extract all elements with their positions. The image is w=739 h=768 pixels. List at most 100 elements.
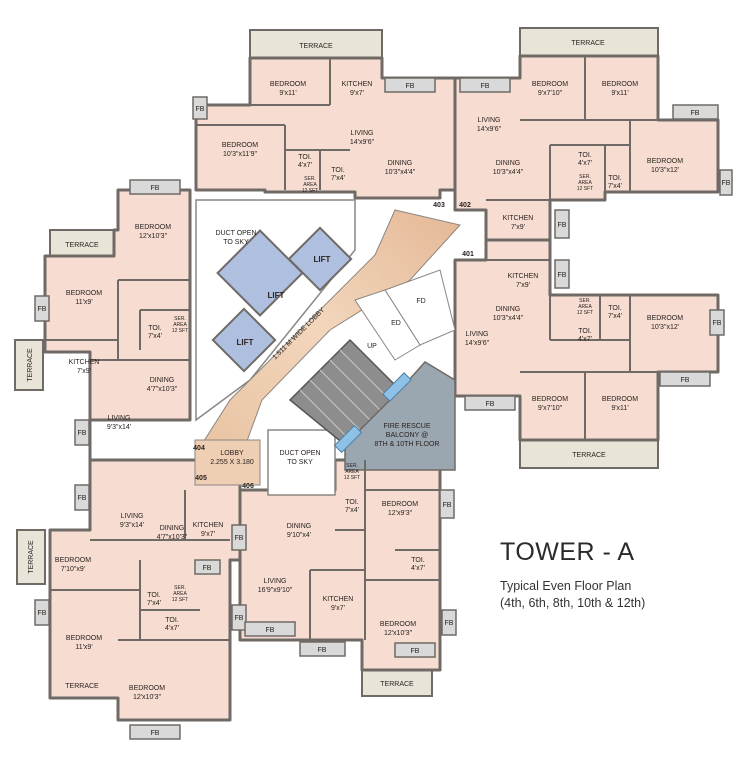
label-dim: 9'x7' [331,605,345,612]
label-toilet: TOI. [345,499,359,506]
core [194,199,461,496]
label-area: AREA [173,322,187,328]
label-fb: FB [406,83,415,90]
label-fb: FB [151,185,160,192]
label-ser: SER. [346,463,358,469]
label-ser: SER. [174,585,186,591]
label-fire: FIRE RESCUE [383,423,430,430]
label-sft: 12 SFT [577,186,593,192]
label-dim: 7'x4' [608,183,622,190]
label-dim: 7'x4' [608,313,622,320]
label-terrace-5: TERRACE [572,452,606,459]
label-bedroom: BEDROOM [222,142,258,149]
label-bedroom: BEDROOM [129,685,165,692]
label-lobby: LOBBY [220,450,244,457]
label-dim: 4'7"x10'3" [147,386,178,393]
label-fb: FB [78,430,87,437]
label-dim: 7'x9' [511,224,525,231]
label-duct: TO SKY [223,239,249,246]
label-sft: 12 SFT [172,597,188,603]
label-dim: 12'x10'3" [384,630,413,637]
label-bedroom: BEDROOM [532,81,568,88]
lift-shaft-left [211,307,277,373]
label-fb: FB [151,730,160,737]
label-dim: 10'3"x12' [651,324,679,331]
label-toilet: TOI. [148,325,162,332]
label-fb: FB [203,565,212,572]
duct-open-to-sky-bottom [267,429,336,496]
label-toilet: TOI. [608,175,622,182]
label-duct: DUCT OPEN [215,230,256,237]
label-fb: FB [713,320,722,327]
plan-subtitle-line-1: Typical Even Floor Plan [500,579,632,593]
label-fb: FB [318,647,327,654]
small-lobby [194,439,261,486]
label-toilet: TOI. [147,592,161,599]
fire-window-2 [333,424,363,454]
label-sft: 12 SFT [302,188,318,194]
label-dim: 10'3"x11'9" [223,151,257,158]
label-lift: LIFT [268,291,285,300]
label-toilet: TOI. [331,167,345,174]
label-fb: FB [38,306,47,313]
label-bedroom: BEDROOM [66,635,102,642]
label-ser: SER. [579,298,591,304]
label-dim: 9'x7' [201,531,215,538]
label-fd: FD [416,298,425,305]
label-dim: 14'x9'6" [350,139,375,146]
label-toilet: TOI. [298,154,312,161]
label-ser: SER. [579,174,591,180]
fire-window-1 [382,372,412,402]
label-area: AREA [578,180,592,186]
label-dim: 7'x4' [345,507,359,514]
label-dim: 9'x7'10" [538,90,563,97]
label-terrace-1: TERRACE [299,43,333,50]
ed-zone [354,289,421,361]
label-dim: 9'3"x14' [120,522,144,529]
label-toilet: TOI. [578,152,592,159]
label-dim: 7'10"x9' [61,566,85,573]
label-fb: FB [681,377,690,384]
label-fb: FB [558,272,567,279]
label-terrace-6: TERRACE [28,540,35,574]
label-fb: FB [445,620,454,627]
label-dining: DINING [150,377,175,384]
label-toilet: TOI. [165,617,179,624]
room-floors [43,54,720,722]
label-area: AREA [303,182,317,188]
label-fire: 8TH & 10TH FLOOR [375,441,440,448]
terrace-left-bottom-side [16,529,46,585]
label-toilet: TOI. [608,305,622,312]
label-dining: DINING [496,306,521,313]
label-fb: FB [481,83,490,90]
label-area: AREA [345,469,359,475]
flower-beds [34,77,733,740]
label-dim: 7'x4' [331,175,345,182]
label-dim: 9'x7' [350,90,364,97]
label-up: UP [367,343,377,350]
label-bedroom: BEDROOM [382,501,418,508]
label-lift: LIFT [237,338,254,347]
label-dim: 7'x9' [516,282,530,289]
label-dining: DINING [496,160,521,167]
label-dim: 4'x7' [165,625,179,632]
label-flat-406: 406 [242,483,254,490]
label-dining: DINING [287,523,312,530]
label-fb: FB [235,615,244,622]
label-dim: 7'x4' [148,333,162,340]
label-living: LIVING [121,513,144,520]
plan-title: TOWER - A [500,538,635,566]
label-dim: 14'x9'6" [465,340,490,347]
lift-shaft-right [287,226,353,292]
label-kitchen: KITCHEN [342,81,373,88]
label-fire: BALCONY @ [386,432,428,439]
label-fb: FB [78,495,87,502]
label-bedroom: BEDROOM [647,315,683,322]
label-dim: 9'x11' [611,90,628,97]
label-flat-405: 405 [195,475,207,482]
label-sft: 12 SFT [172,328,188,334]
label-bedroom: BEDROOM [602,396,638,403]
label-terrace-8: TERRACE [380,681,414,688]
label-dim: 9'x11' [279,90,296,97]
